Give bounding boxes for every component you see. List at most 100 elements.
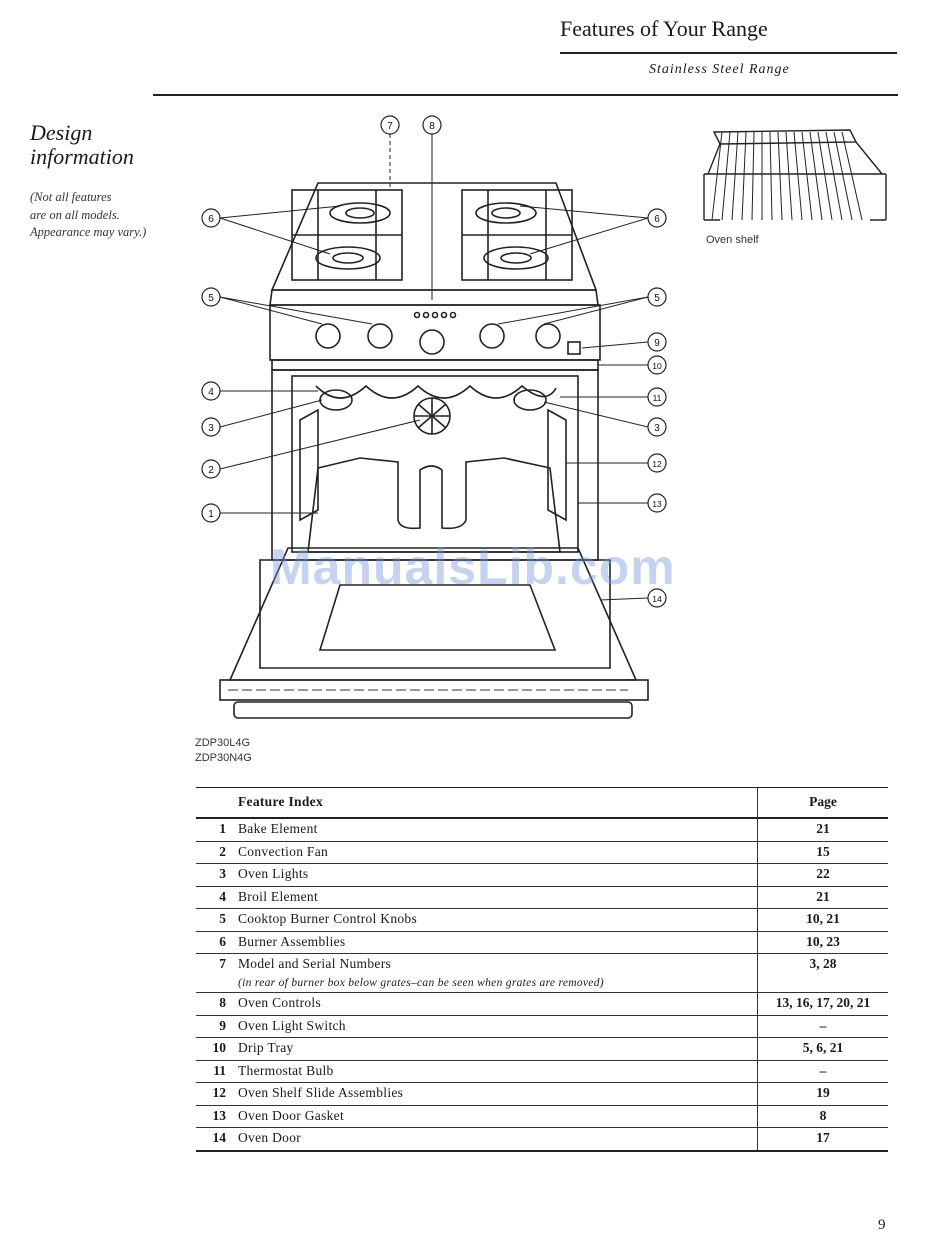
row-feature: Drip Tray [238,1037,758,1061]
callout-3-right-label: 3 [654,423,660,434]
callout-6-left-label: 6 [208,214,214,225]
row-feature-name: Oven Door Gasket [238,1107,345,1123]
row-feature-name: Cooktop Burner Control Knobs [238,911,418,926]
callout-8 [422,115,442,135]
callout-10 [647,355,667,375]
row-feature-name: Drip Tray [238,1040,294,1055]
row-number: 10 [196,1037,238,1061]
callout-13 [647,493,667,513]
row-page: 15 [757,841,888,864]
row-feature-name: Oven Controls [238,995,322,1010]
callout-1-label: 1 [208,509,214,520]
row-page: 21 [757,818,888,842]
header-rule-long [153,94,898,96]
callout-6-right [647,208,667,228]
row-number: 12 [196,1082,238,1106]
callout-5-right-label: 5 [654,293,660,304]
row-number: 14 [196,1127,238,1152]
row-feature: Oven Door Gasket [238,1105,758,1128]
row-feature-name: Convection Fan [238,843,329,859]
section-title-line1: Design [30,120,93,145]
callout-7 [380,115,400,135]
callout-8-label: 8 [429,121,435,132]
callout-9 [647,332,667,352]
row-page: 21 [757,886,888,909]
callout-11-label: 11 [653,393,662,403]
row-page: 19 [757,1082,888,1106]
callout-14-label: 14 [652,594,662,604]
model-number-2: ZDP30N4G [195,752,252,764]
row-number: 7 [196,953,238,993]
row-feature: Oven Door [238,1127,758,1152]
callout-11 [647,387,667,407]
page-subtitle: Stainless Steel Range [649,62,790,77]
callout-4 [201,381,221,401]
callout-5-left-label: 5 [208,293,214,304]
section-note: (Not all features are on all models. App… [30,189,146,242]
row-feature-name: Oven Shelf Slide Assemblies [238,1085,404,1100]
callout-3-left-label: 3 [208,423,214,434]
row-feature: Oven Lights [238,863,758,887]
section-note-line1: (Not all features [30,190,112,204]
row-feature-name: Thermostat Bulb [238,1062,334,1078]
row-page: 10, 23 [757,931,888,954]
callout-2-label: 2 [208,465,214,476]
page-number: 9 [878,1217,886,1233]
section-note-line2: are on all models. [30,207,120,222]
row-page: 10, 21 [757,908,888,932]
row-feature-name: Broil Element [238,888,319,904]
section-title: Design information [30,121,134,169]
callout-13-label: 13 [652,499,662,509]
row-feature-name: Oven Door [238,1130,302,1145]
callout-5-left [201,287,221,307]
row-page: 5, 6, 21 [757,1037,888,1061]
row-feature-name: Model and Serial Numbers [238,956,392,971]
header-rule-short [560,52,897,54]
range-diagram: 7 8 6 6 5 5 9 10 4 11 3 3 2 12 1 13 14 [201,115,667,719]
callout-5-right [647,287,667,307]
row-page: 8 [757,1105,888,1128]
section-title-line2: information [30,144,134,169]
header-page: Page [757,787,888,819]
row-feature: Model and Serial Numbers(in rear of burn… [238,953,758,993]
row-feature: Oven Shelf Slide Assemblies [238,1082,758,1106]
row-feature: Bake Element [238,818,758,842]
row-feature-name: Oven Light Switch [238,1017,346,1033]
row-number: 9 [196,1015,238,1038]
callout-3-right [647,417,667,437]
row-number: 3 [196,863,238,887]
callout-1 [201,503,221,523]
row-page: – [757,1060,888,1083]
row-feature-name: Bake Element [238,821,318,836]
row-feature: Thermostat Bulb [238,1060,758,1083]
section-note-line3: Appearance may vary.) [30,225,147,239]
callout-12-label: 12 [652,459,662,469]
callout-12 [647,453,667,473]
row-feature: Broil Element [238,886,758,909]
row-number: 2 [196,841,238,864]
row-feature: Burner Assemblies [238,931,758,954]
callout-3-left [201,417,221,437]
row-number: 6 [196,931,238,954]
callout-6-right-label: 6 [654,214,660,225]
row-feature: Oven Controls [238,992,758,1016]
row-page: – [757,1015,888,1038]
row-page: 17 [757,1127,888,1152]
row-feature: Oven Light Switch [238,1015,758,1038]
callout-7-label: 7 [387,121,393,132]
callout-9-label: 9 [654,338,660,349]
page-title: Features of Your Range [560,16,768,41]
